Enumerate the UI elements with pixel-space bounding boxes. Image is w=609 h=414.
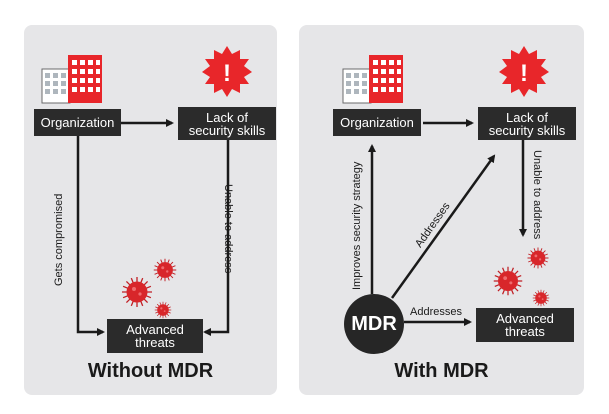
organization-node-r: Organization	[333, 109, 421, 136]
virus-icon	[153, 258, 177, 282]
arrow-lack-to-threats	[203, 140, 230, 336]
gets-compromised-label: Gets compromised	[53, 193, 65, 286]
lack-of-security-skills-label-r: Lack of security skills	[488, 109, 566, 138]
lack-of-security-skills-node: Lack of security skills	[178, 107, 276, 140]
without-mdr-caption: Without MDR	[87, 360, 214, 382]
alert-burst-icon	[202, 46, 252, 97]
building-icon	[41, 54, 103, 104]
virus-icon	[493, 266, 523, 296]
advanced-threats-node: Advanced threats	[107, 319, 203, 353]
building-icon	[342, 54, 404, 104]
virus-icon	[527, 247, 549, 269]
improves-security-strategy-label: Improves security strategy	[351, 161, 363, 290]
alert-burst-icon	[499, 46, 549, 97]
arrow-mdr-to-lack	[390, 154, 496, 299]
unable-to-address-label-r: Unable to address	[531, 150, 543, 240]
advanced-threats-node-r: Advanced threats	[476, 308, 574, 342]
advanced-threats-label: Advanced threats	[126, 322, 184, 350]
with-mdr-caption: With MDR	[394, 360, 489, 382]
lack-of-security-skills-label: Lack of security skills	[188, 109, 266, 138]
mdr-node: MDR	[344, 294, 404, 354]
organization-label: Organization	[40, 115, 115, 130]
lack-of-security-skills-node-r: Lack of security skills	[478, 107, 576, 140]
virus-icon	[121, 276, 153, 308]
addresses-threats-label: Addresses	[410, 306, 462, 318]
virus-icon	[532, 289, 550, 307]
mdr-label: MDR	[351, 312, 397, 335]
alert-glyph: !	[520, 60, 528, 87]
alert-glyph: !	[223, 60, 231, 87]
virus-icon	[154, 301, 172, 319]
organization-label-r: Organization	[340, 115, 414, 130]
organization-node: Organization	[34, 109, 121, 136]
advanced-threats-label-r: Advanced threats	[496, 311, 554, 339]
unable-to-address-label: Unable to address	[222, 184, 234, 274]
arrow-org-to-threats	[76, 136, 105, 336]
